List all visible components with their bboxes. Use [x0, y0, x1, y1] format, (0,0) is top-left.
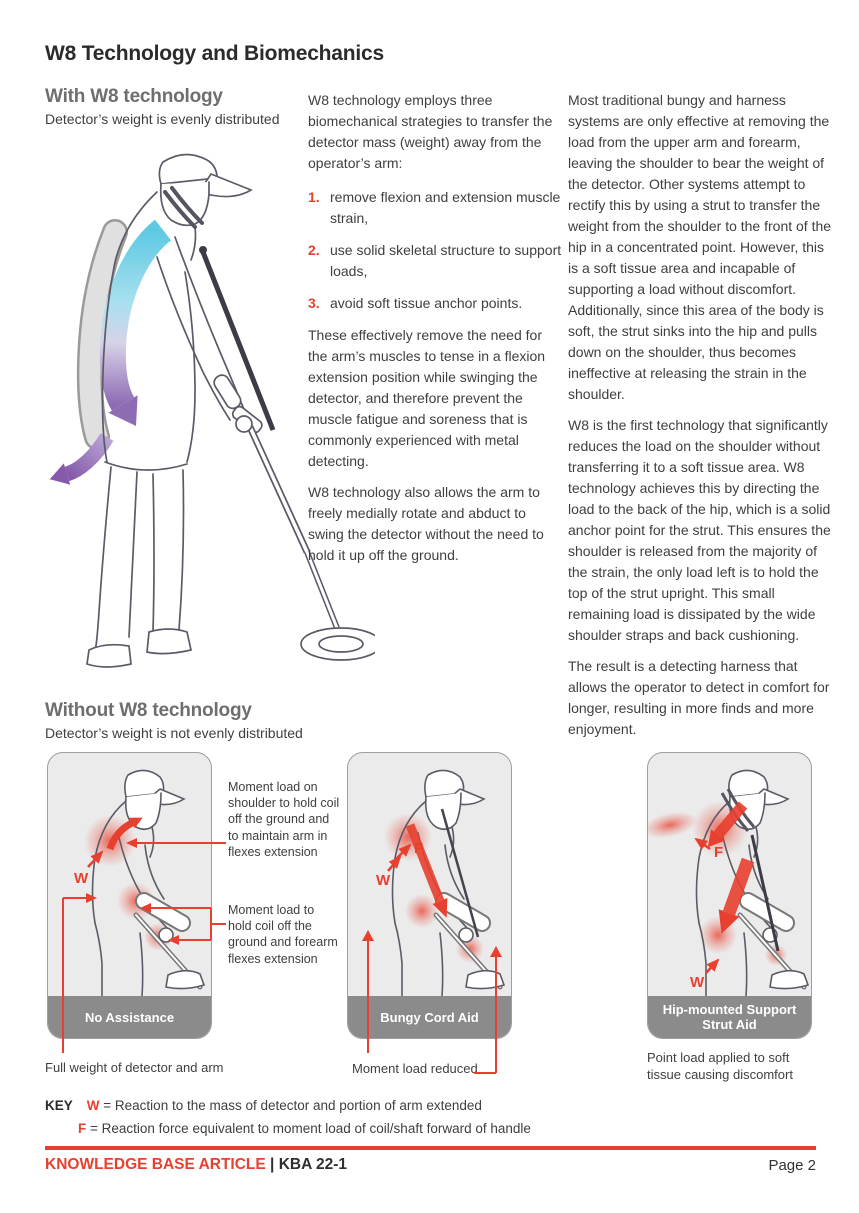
body-paragraph: W8 technology also allows the arm to fre…	[308, 484, 544, 563]
w-force-label: W	[74, 870, 89, 887]
footer-page-number: Page 2	[768, 1157, 816, 1174]
hip-strain-glow	[405, 894, 439, 928]
panel-label: Hip-mounted Support Strut Aid	[648, 996, 811, 1038]
panel-label: Bungy Cord Aid	[348, 996, 511, 1038]
strategy-list: 1. remove flexion and extension muscle s…	[308, 187, 564, 314]
hip-strut-figure: F W	[648, 753, 811, 1038]
without-w8-heading: Without W8 technology	[45, 700, 252, 721]
operator-figure	[86, 153, 253, 668]
annotation-forearm-load: Moment load to hold coil off the ground …	[228, 903, 338, 966]
page-title: W8 Technology and Biomechanics	[45, 42, 385, 65]
panel-label: No Assistance	[48, 996, 211, 1038]
footer-article-label: KNOWLEDGE BASE ARTICLE	[45, 1156, 266, 1173]
list-item: 1. remove flexion and extension muscle s…	[308, 189, 561, 226]
with-w8-subheading: Detector’s weight is evenly distributed	[45, 111, 280, 127]
footer-rule	[45, 1146, 816, 1150]
w-arrow-icon	[705, 958, 720, 974]
hip-strut	[750, 834, 780, 952]
w-arrow-icon	[387, 855, 402, 872]
caption-no-assistance: Full weight of detector and arm	[45, 1060, 224, 1075]
key-row-f: F = Reaction force equivalent to moment …	[78, 1121, 531, 1136]
column-right: Most traditional bungy and harness syste…	[568, 90, 836, 750]
list-item: 2. use solid skeletal structure to suppo…	[308, 242, 562, 279]
without-w8-subheading: Detector’s weight is not evenly distribu…	[45, 725, 303, 741]
cord-load-arrow-icon	[405, 823, 448, 918]
key-row-w: KEY W = Reaction to the mass of detector …	[45, 1098, 482, 1113]
with-w8-section: With W8 technology Detector’s weight is …	[45, 86, 303, 127]
bungy-cord	[440, 808, 480, 938]
column-middle: W8 technology employs three biomechanica…	[308, 90, 564, 576]
body-paragraph: These effectively remove the need for th…	[308, 327, 546, 469]
intro-paragraph: W8 technology employs three biomechanica…	[308, 92, 553, 171]
list-item: 3. avoid soft tissue anchor points.	[308, 295, 523, 311]
figure-panel-no-assistance: W No Assistance	[47, 752, 212, 1039]
footer-code: KBA 22-1	[278, 1156, 348, 1173]
footer-separator: |	[270, 1156, 279, 1173]
key-symbol-f: F	[78, 1121, 87, 1136]
w-arrow-icon	[87, 850, 104, 868]
support-strut	[199, 246, 276, 431]
caption-bungy-cord: Moment load reduced	[352, 1061, 478, 1076]
figure-panel-bungy-cord: F W Bungy Cord Aid	[347, 752, 512, 1039]
purple-hip-arrow-icon	[49, 432, 114, 485]
w-force-label: W	[376, 872, 391, 889]
footer-article: KNOWLEDGE BASE ARTICLE | KBA 22-1	[45, 1156, 347, 1174]
shoulder-glow-streak	[648, 811, 698, 839]
annotation-shoulder-load: Moment load on shoulder to hold coil off…	[228, 780, 340, 859]
body-paragraph: Most traditional bungy and harness syste…	[568, 92, 832, 402]
w-force-label: W	[690, 974, 705, 991]
figure-panel-hip-strut: F W Hip-mounted Support Strut Aid	[647, 752, 812, 1039]
strut-load-arrow-icon	[718, 857, 755, 934]
key-symbol-w: W	[86, 1098, 100, 1113]
metal-detector	[213, 374, 375, 661]
key-text-w: = Reaction to the mass of detector and p…	[103, 1098, 482, 1113]
f-force-label: F	[714, 844, 723, 861]
key-text-f: = Reaction force equivalent to moment lo…	[90, 1121, 531, 1136]
without-w8-section: Without W8 technology Detector’s weight …	[45, 700, 445, 741]
f-arrow-icon	[694, 837, 711, 851]
with-w8-heading: With W8 technology	[45, 86, 223, 107]
f-force-label: F	[414, 840, 423, 857]
bungy-cord-figure: F W	[376, 753, 511, 1038]
shoulder-wedge-arrow-icon	[707, 801, 748, 848]
body-paragraph: The result is a detecting harness that a…	[568, 658, 830, 737]
teal-load-arrow-icon	[99, 219, 172, 426]
caption-hip-strut: Point load applied to soft tissue causin…	[647, 1050, 793, 1082]
key-label: KEY	[45, 1098, 73, 1113]
with-w8-illustration	[49, 153, 375, 668]
shoulder-moment-arrow-icon	[106, 817, 143, 851]
body-paragraph: W8 is the first technology that signific…	[568, 417, 831, 643]
